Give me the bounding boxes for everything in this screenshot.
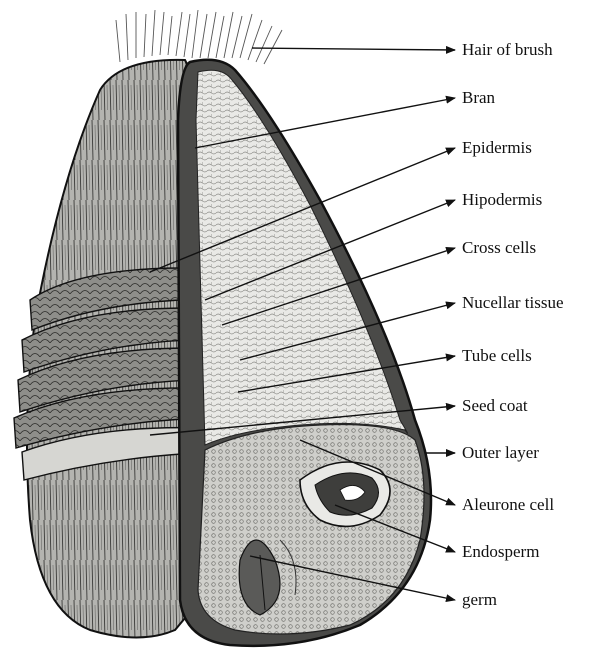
- label-tube-cells: Tube cells: [462, 346, 532, 365]
- label-cross-cells: Cross cells: [462, 238, 536, 257]
- label-epidermis: Epidermis: [462, 138, 532, 157]
- label-nucellar-tissue: Nucellar tissue: [462, 293, 564, 312]
- label-bran: Bran: [462, 88, 496, 107]
- label-germ: germ: [462, 590, 497, 609]
- endosperm-region: [196, 70, 408, 445]
- label-hipodermis: Hipodermis: [462, 190, 542, 209]
- label-seed-coat: Seed coat: [462, 396, 528, 415]
- arrow-hair: [252, 48, 455, 50]
- labels: Hair of brush Bran Epidermis Hipodermis …: [462, 40, 564, 609]
- brush-hairs: [116, 10, 282, 64]
- label-aleurone-cell: Aleurone cell: [462, 495, 554, 514]
- label-endosperm: Endosperm: [462, 542, 539, 561]
- label-hair-of-brush: Hair of brush: [462, 40, 553, 59]
- label-outer-layer: Outer layer: [462, 443, 539, 462]
